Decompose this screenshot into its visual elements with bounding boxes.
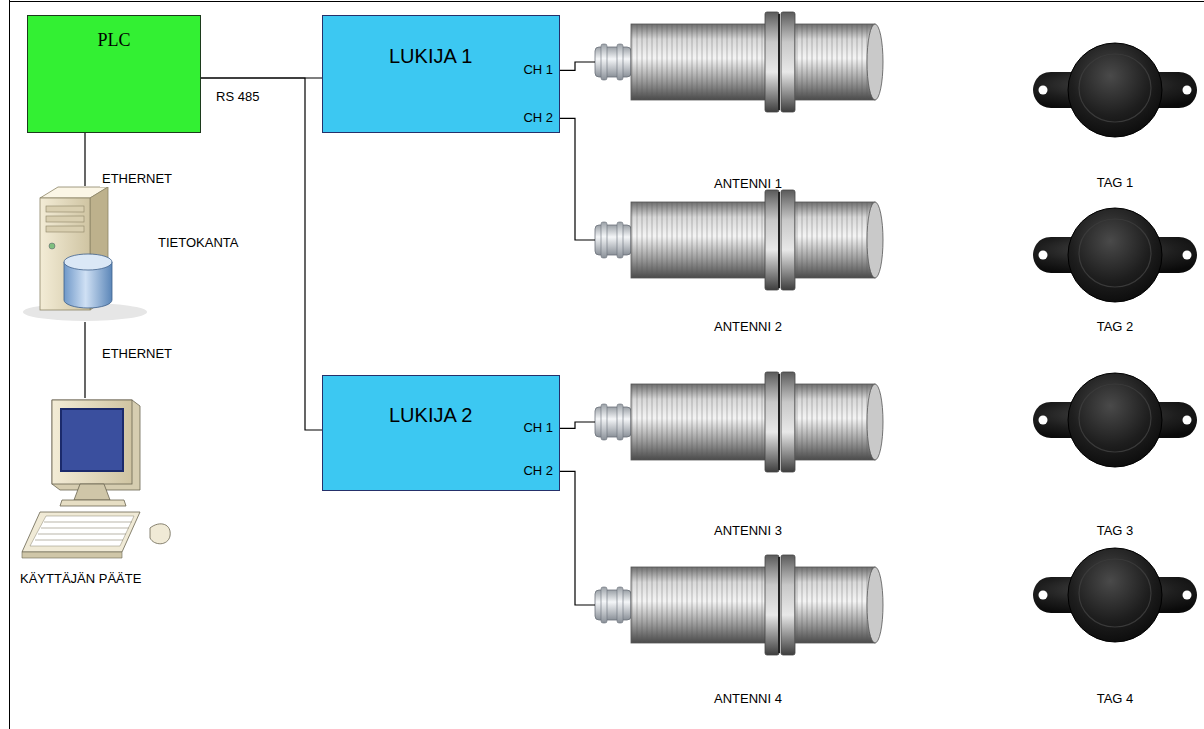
node-title: LUKIJA 2 <box>389 404 472 427</box>
edge-label: ETHERNET <box>100 172 174 187</box>
connector-line <box>560 471 595 605</box>
antenna-picture <box>595 12 883 112</box>
connector-line <box>560 118 595 240</box>
frame-line <box>9 1 1204 2</box>
edge-label: ETHERNET <box>100 347 174 362</box>
user-terminal: KÄYTTÄJÄN PÄÄTE <box>12 398 218 594</box>
antenna-node: ANTENNI 1 <box>595 0 895 196</box>
connector-line <box>560 62 595 70</box>
channel-label: CH 2 <box>523 464 553 479</box>
node-title: KÄYTTÄJÄN PÄÄTE <box>20 572 141 587</box>
antenna-node: ANTENNI 4 <box>595 543 895 711</box>
channel-label: CH 1 <box>523 421 553 436</box>
tag-label: TAG 3 <box>1097 524 1134 539</box>
connector-line <box>84 322 85 398</box>
node-title: TIETOKANTA <box>158 236 238 251</box>
antenna-label: ANTENNI 4 <box>714 692 782 707</box>
tag-picture <box>1033 208 1197 302</box>
node-title: LUKIJA 1 <box>389 45 472 68</box>
antenna-picture <box>595 372 883 472</box>
tag-picture <box>1033 373 1197 467</box>
channel-label: CH 2 <box>523 111 553 126</box>
channel-label: CH 1 <box>523 63 553 78</box>
tag-picture <box>1033 43 1197 137</box>
plc-box: PLC <box>27 15 201 133</box>
connector-line <box>560 422 595 428</box>
antenna-node: ANTENNI 2 <box>595 178 895 339</box>
antenna-label: ANTENNI 3 <box>714 524 782 539</box>
tag-label: TAG 2 <box>1097 320 1134 335</box>
tag-label: TAG 1 <box>1097 176 1134 191</box>
node-title: PLC <box>97 30 130 51</box>
antenna-label: ANTENNI 1 <box>714 177 782 192</box>
antenna-node: ANTENNI 3 <box>595 360 895 543</box>
tag-label: TAG 4 <box>1097 692 1134 707</box>
server-icon <box>23 187 147 321</box>
computer-icon <box>22 400 170 558</box>
antenna-picture <box>595 190 883 290</box>
tag-picture <box>1033 548 1197 642</box>
reader-box: LUKIJA 2 CH 1 CH 2 <box>322 375 560 491</box>
connector-line <box>201 78 322 430</box>
connector-line <box>84 133 85 186</box>
reader-box: LUKIJA 1 CH 1 CH 2 <box>322 15 560 133</box>
database-server: TIETOKANTA <box>18 186 280 322</box>
edge-label: RS 485 <box>214 90 261 105</box>
frame-line <box>9 0 10 729</box>
antenna-picture <box>595 555 883 655</box>
antenna-label: ANTENNI 2 <box>714 320 782 335</box>
